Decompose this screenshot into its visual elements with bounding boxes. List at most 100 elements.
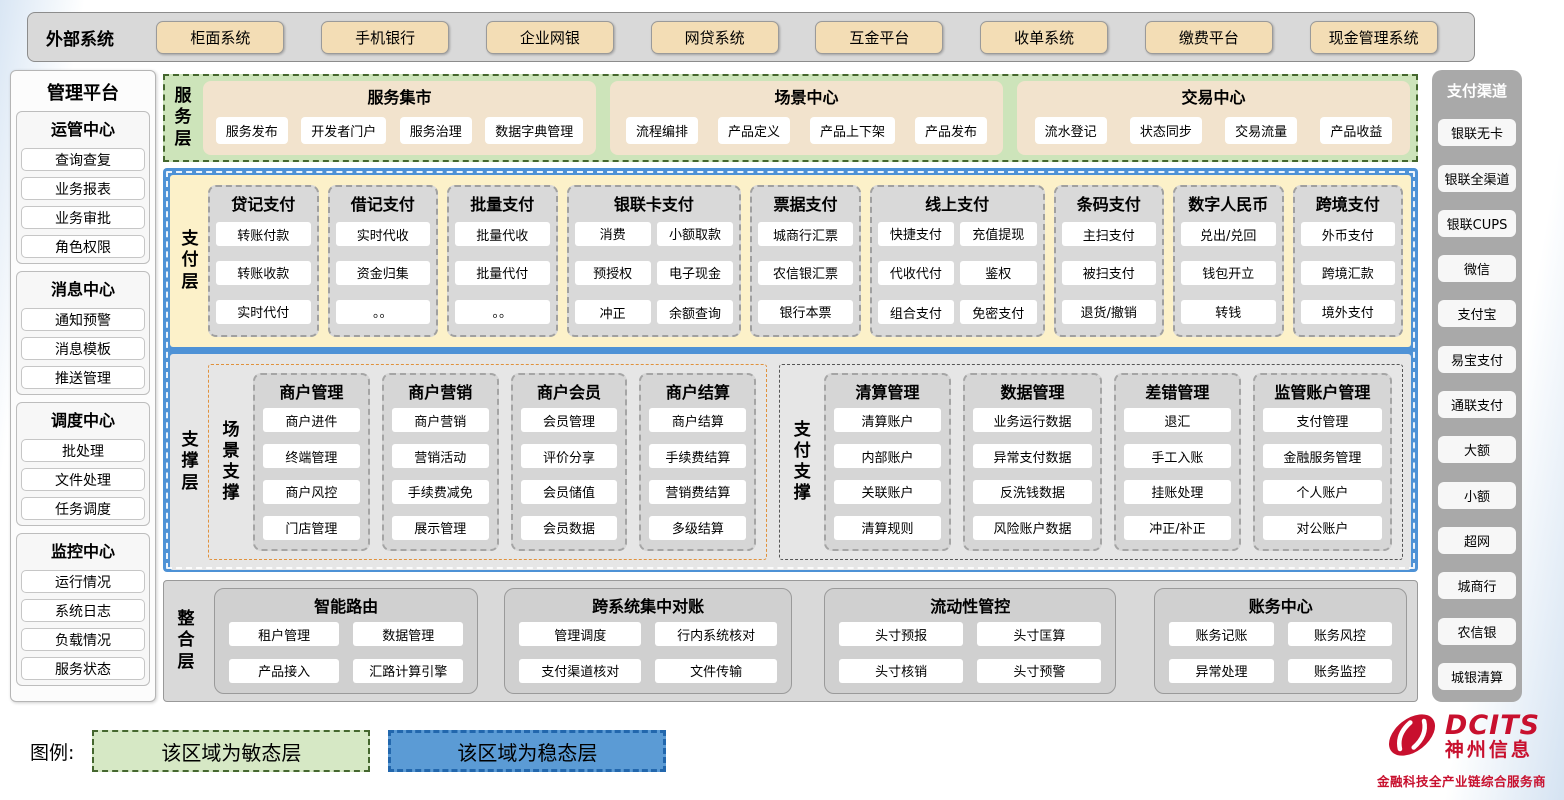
function-button[interactable]: 主扫支付 — [1061, 222, 1156, 247]
service-function-button[interactable]: 数据字典管理 — [485, 116, 584, 144]
function-button[interactable]: 转账付款 — [216, 222, 311, 247]
function-button[interactable]: 外币支付 — [1300, 222, 1395, 247]
function-button[interactable]: 电子现金 — [656, 260, 734, 285]
function-button[interactable]: 钱包开立 — [1181, 260, 1276, 285]
function-button[interactable]: 退汇 — [1124, 408, 1231, 433]
function-button[interactable]: 头寸匡算 — [977, 622, 1102, 647]
function-button[interactable]: 头寸核销 — [839, 658, 964, 683]
function-button[interactable]: 冲正/补正 — [1124, 515, 1231, 540]
function-button[interactable]: 内部账户 — [834, 444, 941, 469]
function-button[interactable]: 清算账户 — [834, 408, 941, 433]
function-button[interactable]: 租户管理 — [229, 622, 340, 647]
function-button[interactable]: 快捷支付 — [877, 221, 955, 246]
management-item-button[interactable]: 通知预警 — [21, 308, 145, 331]
function-button[interactable]: 评价分享 — [520, 444, 618, 469]
function-button[interactable]: 支付管理 — [1262, 408, 1383, 433]
payment-channel-button[interactable]: 银联全渠道 — [1438, 164, 1516, 192]
function-button[interactable]: 转钱 — [1181, 299, 1276, 324]
payment-channel-button[interactable]: 城商行 — [1438, 572, 1516, 600]
payment-channel-button[interactable]: 银联CUPS — [1438, 209, 1516, 237]
function-button[interactable]: 跨境汇款 — [1300, 260, 1395, 285]
function-button[interactable]: 产品接入 — [229, 658, 340, 683]
external-system-button[interactable]: 收单系统 — [980, 20, 1109, 54]
function-button[interactable]: 转账收款 — [216, 260, 311, 285]
function-button[interactable]: 商户风控 — [263, 479, 360, 504]
external-system-button[interactable]: 柜面系统 — [156, 20, 285, 54]
function-button[interactable]: 会员管理 — [520, 408, 618, 433]
payment-channel-button[interactable]: 超网 — [1438, 526, 1516, 554]
payment-channel-button[interactable]: 通联支付 — [1438, 391, 1516, 419]
function-button[interactable]: 头寸预报 — [839, 622, 964, 647]
management-item-button[interactable]: 消息模板 — [21, 337, 145, 360]
external-system-button[interactable]: 网贷系统 — [650, 20, 779, 54]
management-item-button[interactable]: 业务报表 — [21, 177, 145, 200]
function-button[interactable]: 终端管理 — [263, 444, 360, 469]
function-button[interactable]: 。。 — [455, 299, 550, 324]
function-button[interactable]: 商户进件 — [263, 408, 360, 433]
management-item-button[interactable]: 文件处理 — [21, 468, 145, 491]
function-button[interactable]: 消费 — [574, 221, 651, 246]
function-button[interactable]: 农信银汇票 — [758, 260, 853, 285]
management-item-button[interactable]: 任务调度 — [21, 497, 145, 520]
function-button[interactable]: 手续费结算 — [649, 444, 747, 469]
function-button[interactable]: 支付渠道核对 — [519, 658, 642, 683]
payment-channel-button[interactable]: 支付宝 — [1438, 300, 1516, 328]
function-button[interactable]: 文件传输 — [655, 658, 778, 683]
function-button[interactable]: 门店管理 — [263, 515, 360, 540]
function-button[interactable]: 对公账户 — [1262, 515, 1383, 540]
function-button[interactable]: 多级结算 — [649, 515, 747, 540]
function-button[interactable]: 批量代付 — [455, 260, 550, 285]
service-function-button[interactable]: 产品上下架 — [809, 116, 895, 144]
external-system-button[interactable]: 互金平台 — [815, 20, 944, 54]
function-button[interactable]: 营销费结算 — [649, 479, 747, 504]
function-button[interactable]: 金融服务管理 — [1262, 444, 1383, 469]
service-function-button[interactable]: 产品收益 — [1320, 116, 1393, 144]
management-item-button[interactable]: 服务状态 — [21, 657, 145, 680]
function-button[interactable]: 被扫支付 — [1061, 260, 1156, 285]
function-button[interactable]: 头寸预警 — [977, 658, 1102, 683]
service-function-button[interactable]: 流水登记 — [1034, 116, 1107, 144]
function-button[interactable]: 手续费减免 — [391, 479, 489, 504]
function-button[interactable]: 商户结算 — [649, 408, 747, 433]
function-button[interactable]: 会员储值 — [520, 479, 618, 504]
service-function-button[interactable]: 开发者门户 — [301, 116, 387, 144]
function-button[interactable]: 鉴权 — [960, 260, 1037, 285]
function-button[interactable]: 账务记账 — [1169, 622, 1274, 647]
function-button[interactable]: 商户营销 — [391, 408, 489, 433]
payment-channel-button[interactable]: 城银清算 — [1438, 662, 1516, 690]
function-button[interactable]: 预授权 — [574, 260, 651, 285]
management-item-button[interactable]: 角色权限 — [21, 235, 145, 258]
service-function-button[interactable]: 产品发布 — [914, 116, 987, 144]
management-item-button[interactable]: 运行情况 — [21, 570, 145, 593]
function-button[interactable]: 异常支付数据 — [972, 444, 1093, 469]
function-button[interactable]: 余额查询 — [656, 300, 734, 325]
service-function-button[interactable]: 产品定义 — [717, 116, 790, 144]
function-button[interactable]: 冲正 — [574, 300, 651, 325]
management-item-button[interactable]: 批处理 — [21, 439, 145, 462]
management-item-button[interactable]: 系统日志 — [21, 599, 145, 622]
function-button[interactable]: 汇路计算引擎 — [353, 658, 464, 683]
function-button[interactable]: 。。 — [335, 299, 430, 324]
function-button[interactable]: 展示管理 — [391, 515, 489, 540]
function-button[interactable]: 手工入账 — [1124, 444, 1231, 469]
payment-channel-button[interactable]: 易宝支付 — [1438, 345, 1516, 373]
function-button[interactable]: 关联账户 — [834, 479, 941, 504]
function-button[interactable]: 账务风控 — [1287, 622, 1392, 647]
function-button[interactable]: 行内系统核对 — [655, 622, 778, 647]
function-button[interactable]: 组合支付 — [877, 300, 955, 325]
function-button[interactable]: 挂账处理 — [1124, 479, 1231, 504]
function-button[interactable]: 反洗钱数据 — [972, 479, 1093, 504]
management-item-button[interactable]: 业务审批 — [21, 206, 145, 229]
function-button[interactable]: 实时代收 — [335, 222, 430, 247]
management-item-button[interactable]: 负载情况 — [21, 628, 145, 651]
function-button[interactable]: 代收代付 — [877, 260, 955, 285]
external-system-button[interactable]: 手机银行 — [321, 20, 450, 54]
service-function-button[interactable]: 流程编排 — [625, 116, 698, 144]
function-button[interactable]: 业务运行数据 — [972, 408, 1093, 433]
function-button[interactable]: 免密支付 — [960, 300, 1037, 325]
function-button[interactable]: 批量代收 — [455, 222, 550, 247]
function-button[interactable]: 境外支付 — [1300, 299, 1395, 324]
function-button[interactable]: 实时代付 — [216, 299, 311, 324]
payment-channel-button[interactable]: 大额 — [1438, 436, 1516, 464]
external-system-button[interactable]: 现金管理系统 — [1309, 20, 1438, 54]
